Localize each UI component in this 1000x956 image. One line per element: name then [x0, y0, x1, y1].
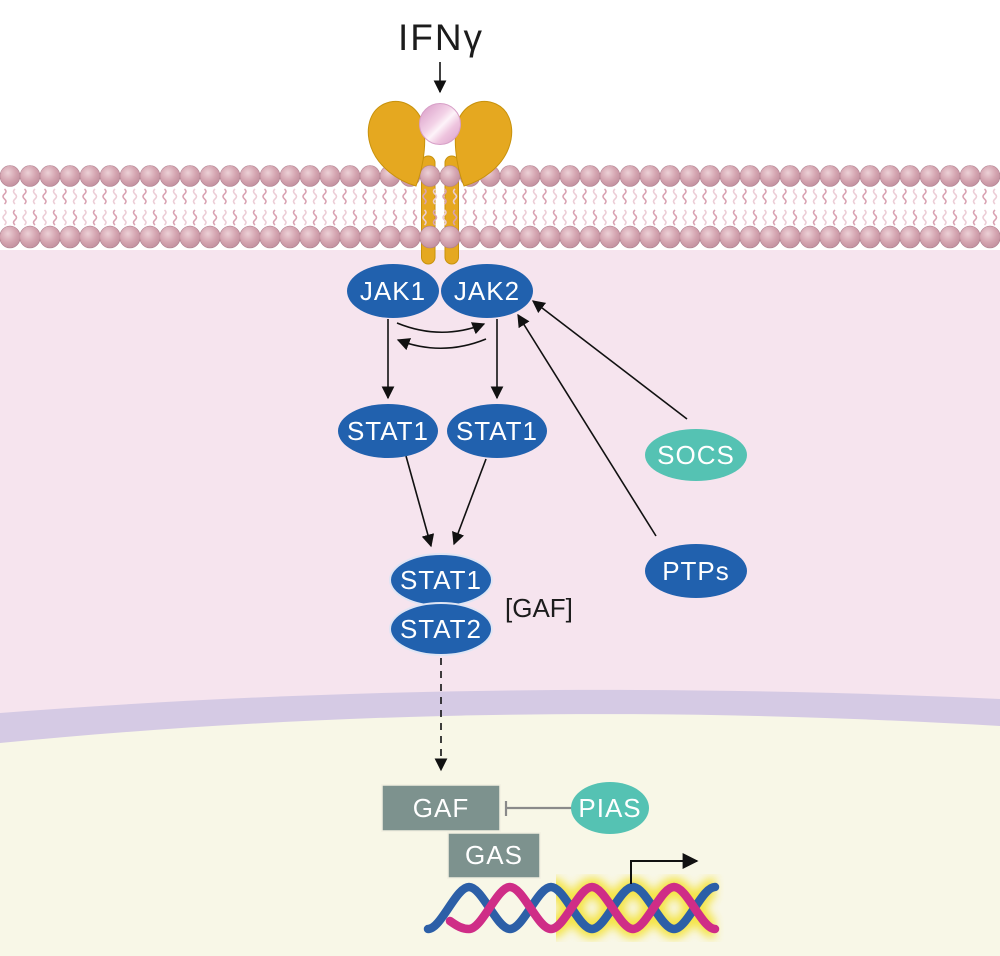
dna-helix [423, 882, 720, 934]
socs-node: SOCS [645, 429, 747, 481]
gaf-tag-label: [GAF] [505, 593, 573, 623]
svg-text:PTPs: PTPs [662, 556, 730, 586]
gas-box: GAS [447, 832, 541, 879]
gaf-dimer: STAT1 STAT2 [GAF] [389, 553, 573, 656]
ifng-label: IFNγ [398, 17, 484, 58]
svg-text:JAK1: JAK1 [360, 276, 426, 306]
cell-membrane [0, 165, 1000, 250]
ptps-node: PTPs [645, 544, 747, 598]
svg-text:GAF: GAF [413, 793, 469, 823]
socs-jak2-arrow [531, 300, 688, 420]
stat1-right-node: STAT1 [447, 404, 547, 458]
svg-text:STAT1: STAT1 [347, 416, 429, 446]
svg-text:SOCS: SOCS [657, 440, 735, 470]
svg-text:GAS: GAS [465, 840, 523, 870]
svg-text:STAT2: STAT2 [400, 614, 482, 644]
svg-text:STAT1: STAT1 [400, 565, 482, 595]
jak1-node: JAK1 [347, 264, 439, 318]
svg-text:STAT1: STAT1 [456, 416, 538, 446]
stat1-right-dimer-arrow [452, 458, 487, 546]
transcription-arrow [630, 853, 699, 884]
pias-inhibition-line [504, 801, 573, 816]
stat1-left-dimer-arrow [405, 455, 435, 548]
gaf-box: GAF [381, 784, 501, 832]
stat2-dimer-node [389, 602, 493, 656]
stat1-left-node: STAT1 [338, 404, 438, 458]
ptps-jak2-arrow [517, 313, 657, 537]
svg-text:JAK2: JAK2 [454, 276, 520, 306]
receptor [367, 100, 513, 187]
dna-strand-magenta [445, 882, 720, 934]
jak-exchange-arrows [396, 322, 487, 351]
ifng-ligand [419, 103, 461, 145]
svg-text:PIAS: PIAS [578, 793, 641, 823]
pias-node: PIAS [571, 782, 649, 834]
jak2-node: JAK2 [441, 264, 533, 318]
